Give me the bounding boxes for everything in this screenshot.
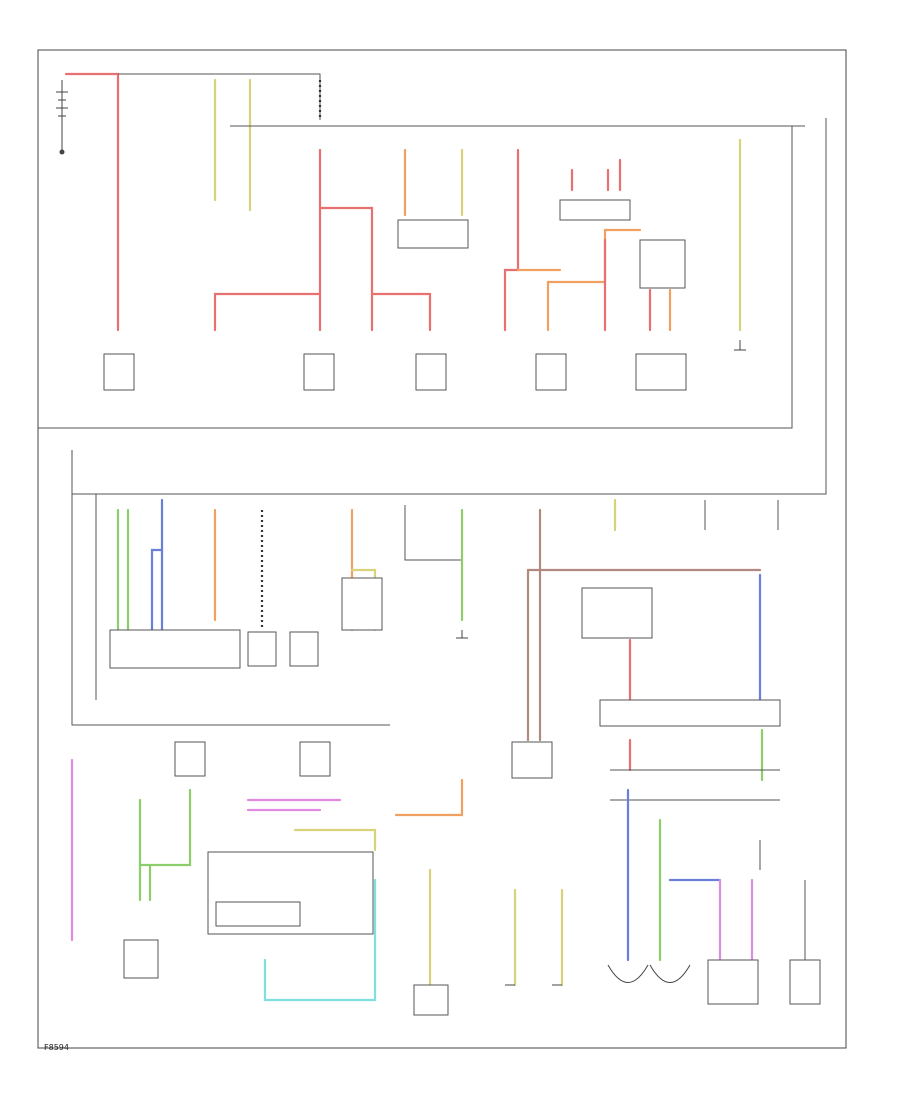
bottom-component-4 — [789, 959, 821, 1005]
bottom-component-1 — [123, 939, 159, 979]
bottom-relay-1 — [174, 741, 206, 777]
right-outer-bus — [72, 118, 827, 495]
right-bus-vertical — [38, 126, 793, 429]
mid-module-box-1 — [109, 629, 241, 669]
lamp-left — [607, 964, 649, 983]
bottom-wires — [70, 758, 806, 1002]
top-component-2 — [303, 353, 335, 391]
battery-symbol — [56, 80, 68, 155]
bottom-component-2 — [413, 984, 449, 1016]
bottom-component-3 — [707, 959, 759, 1005]
right-switch-circuit — [599, 573, 781, 801]
top-module-box-2 — [559, 199, 631, 221]
footer-code: F8594 — [44, 1043, 69, 1052]
mid-relay-box-3 — [341, 577, 383, 631]
mid-relay-2 — [289, 631, 319, 667]
top-bus — [118, 73, 321, 120]
bottom-inner-label-box — [215, 901, 301, 927]
mid-bus-left — [71, 450, 390, 726]
top-component-1 — [103, 353, 135, 391]
top-module-box-1 — [397, 219, 469, 249]
diagram-frame — [37, 49, 847, 1049]
lamp-right — [649, 964, 691, 983]
ground-symbols — [456, 340, 746, 986]
battery-feed-wire — [64, 72, 120, 332]
top-fuse-drops — [213, 138, 742, 332]
top-component-3 — [415, 353, 447, 391]
mid-relay-1 — [247, 631, 277, 667]
top-relay-box — [639, 239, 686, 289]
top-component-4 — [535, 353, 567, 391]
bottom-module-box — [511, 741, 553, 779]
bottom-relay-2 — [299, 741, 331, 777]
mid-switch-box — [581, 587, 653, 639]
top-component-5 — [635, 353, 687, 391]
